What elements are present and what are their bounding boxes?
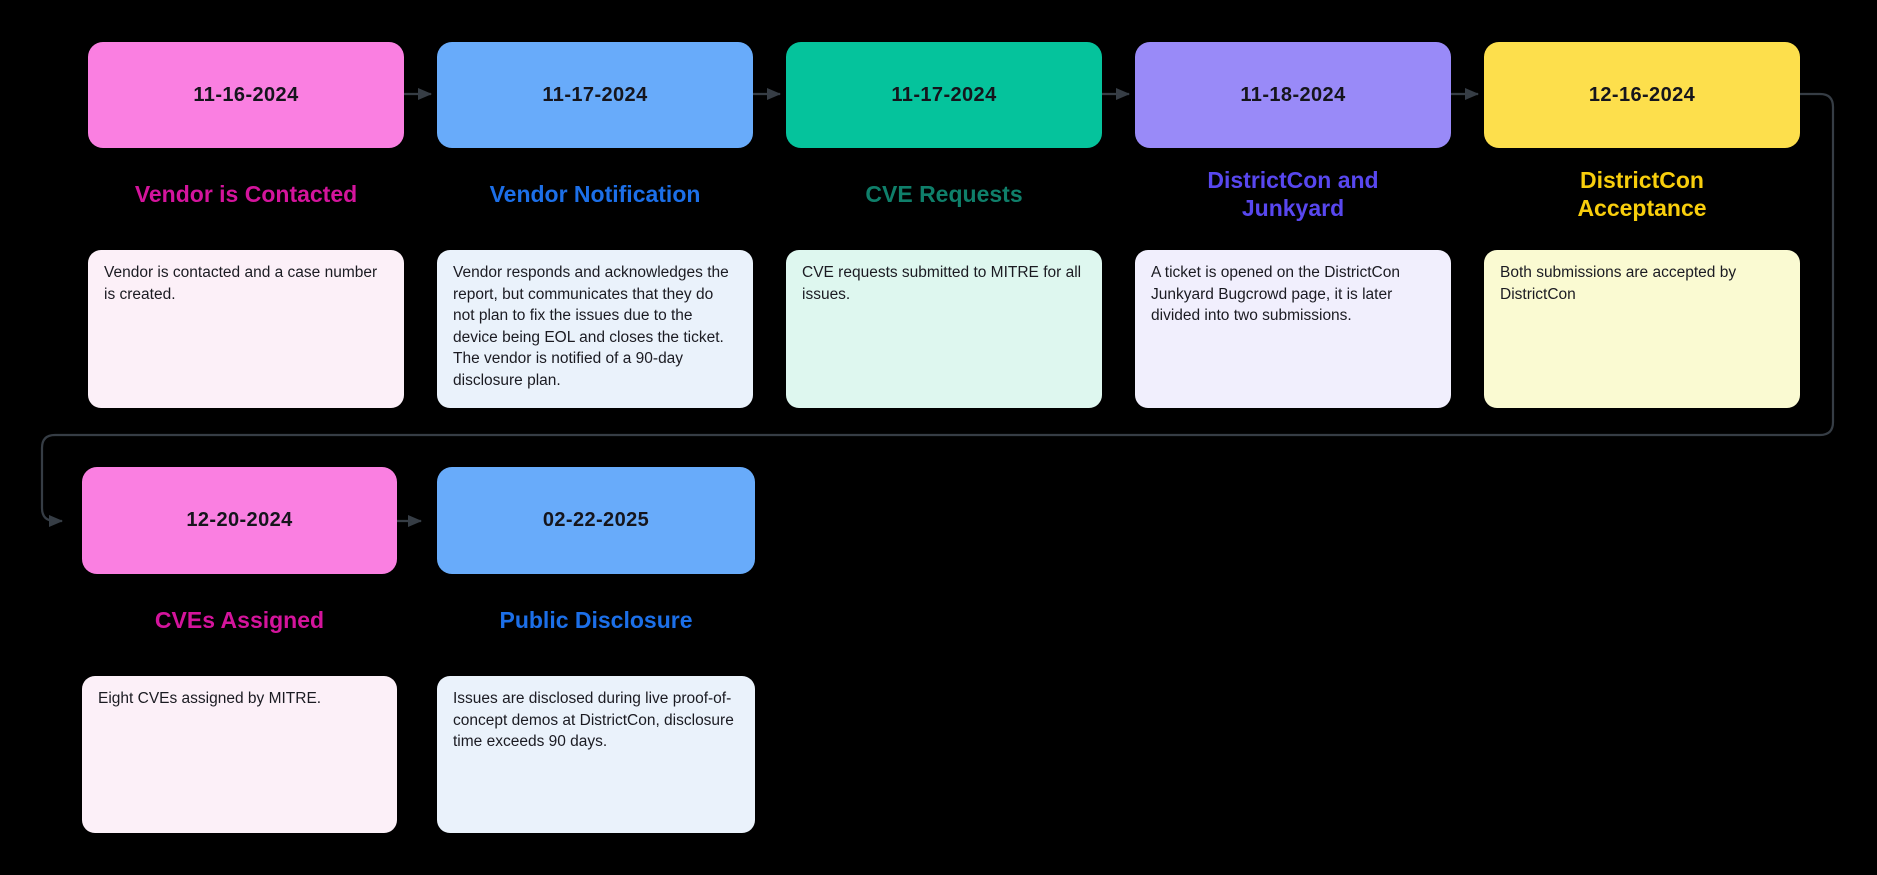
timeline-description-card: Vendor is contacted and a case number is…: [88, 250, 404, 408]
timeline-date-box: 12-16-2024: [1484, 42, 1800, 148]
timeline-description-text: Both submissions are accepted by Distric…: [1500, 264, 1737, 303]
timeline-description-text: Vendor is contacted and a case number is…: [104, 264, 378, 303]
timeline-stage-title-text: Public Disclosure: [499, 607, 693, 633]
timeline-date: 11-17-2024: [542, 83, 648, 106]
timeline-description-card: CVE requests submitted to MITRE for all …: [786, 250, 1102, 408]
timeline-date-box: 11-16-2024: [88, 42, 404, 148]
timeline-stage-title: CVE Requests: [786, 163, 1102, 225]
timeline-description-text: Issues are disclosed during live proof-o…: [453, 690, 734, 750]
timeline-stage-title-text: CVEs Assigned: [154, 607, 325, 633]
timeline-stage-title: Vendor is Contacted: [88, 163, 404, 225]
timeline-stage-title-text: Vendor Notification: [489, 181, 701, 207]
timeline-description-card: Issues are disclosed during live proof-o…: [437, 676, 755, 833]
timeline-date: 11-17-2024: [891, 83, 997, 106]
timeline-stage-title-text: DistrictCon Acceptance: [1577, 167, 1707, 221]
timeline-date: 11-16-2024: [193, 83, 299, 106]
timeline-stage-title: DistrictCon Acceptance: [1484, 163, 1800, 225]
timeline-description-card: A ticket is opened on the DistrictCon Ju…: [1135, 250, 1451, 408]
timeline-description-text: Vendor responds and acknowledges the rep…: [453, 264, 729, 389]
timeline-date-box: 11-17-2024: [786, 42, 1102, 148]
timeline-date: 02-22-2025: [542, 509, 650, 531]
timeline-stage-title: Vendor Notification: [437, 163, 753, 225]
timeline-description-card: Vendor responds and acknowledges the rep…: [437, 250, 753, 408]
timeline-stage-title: Public Disclosure: [437, 592, 755, 648]
timeline-stage-title: CVEs Assigned: [82, 592, 397, 648]
timeline-description-card: Both submissions are accepted by Distric…: [1484, 250, 1800, 408]
timeline-description-card: Eight CVEs assigned by MITRE.: [82, 676, 397, 833]
timeline-date-box: 11-18-2024: [1135, 42, 1451, 148]
timeline-description-text: Eight CVEs assigned by MITRE.: [98, 690, 322, 707]
timeline-date: 12-20-2024: [186, 509, 293, 531]
timeline-date: 11-18-2024: [1240, 83, 1346, 106]
timeline-date: 12-16-2024: [1588, 83, 1696, 106]
timeline-description-text: CVE requests submitted to MITRE for all …: [802, 264, 1082, 303]
timeline-stage-title-text: DistrictCon and Junkyard: [1207, 167, 1379, 221]
timeline-stage-title: DistrictCon and Junkyard: [1135, 163, 1451, 225]
timeline-date-box: 12-20-2024: [82, 467, 397, 574]
timeline-stage-title-text: CVE Requests: [865, 181, 1023, 207]
timeline-description-text: A ticket is opened on the DistrictCon Ju…: [1151, 264, 1400, 324]
timeline-date-box: 11-17-2024: [437, 42, 753, 148]
timeline-date-box: 02-22-2025: [437, 467, 755, 574]
timeline-stage-title-text: Vendor is Contacted: [134, 181, 358, 207]
